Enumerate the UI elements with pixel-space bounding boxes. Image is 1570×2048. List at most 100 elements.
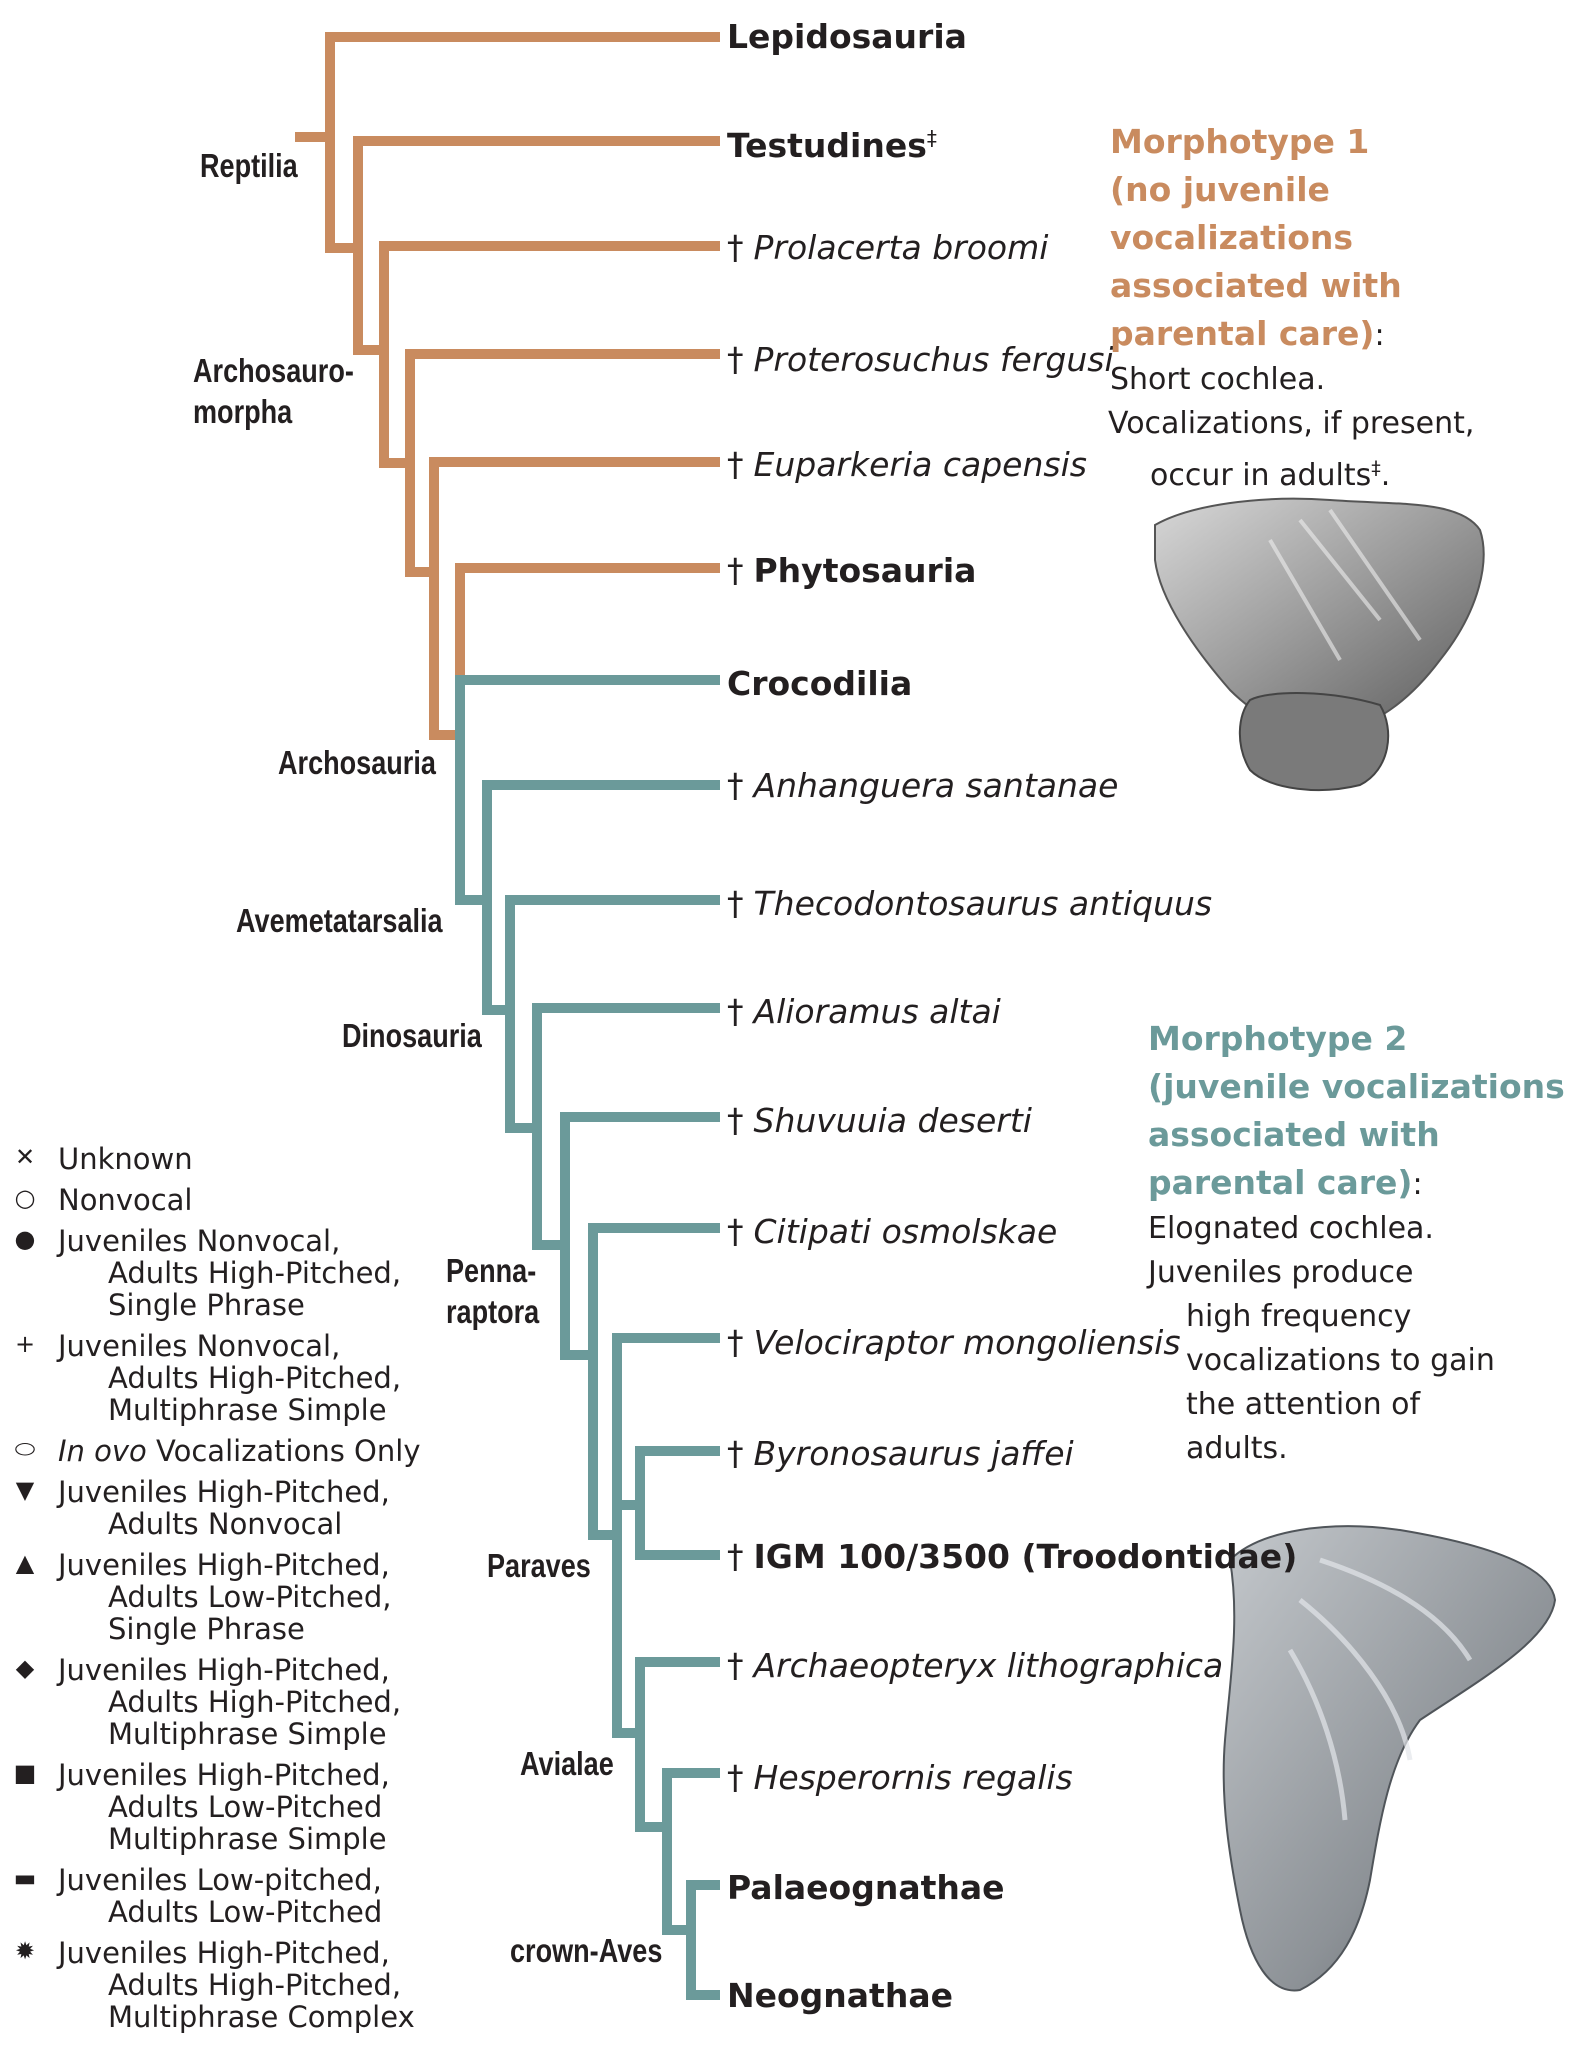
legend-item: ⬭ In ovo Vocalizations Only bbox=[10, 1435, 421, 1467]
taxon-label: †Velociraptor mongoliensis bbox=[727, 1326, 1181, 1359]
legend-item-text: Juveniles High-Pitched, bbox=[58, 1548, 390, 1582]
morphotype-2-desc-line2: Juveniles produce bbox=[1148, 1255, 1414, 1290]
extinct-dagger-icon: † bbox=[727, 445, 744, 484]
square-icon: ■ bbox=[13, 1759, 37, 1787]
taxon-name: Anhanguera santanae bbox=[753, 766, 1119, 805]
taxon-label: †Citipati osmolskae bbox=[727, 1215, 1057, 1248]
extinct-dagger-icon: † bbox=[727, 1212, 744, 1251]
legend-item-text: Nonvocal bbox=[58, 1183, 193, 1217]
morphotype-1-colon: : bbox=[1374, 318, 1385, 353]
dash-icon: ▬ bbox=[13, 1864, 37, 1892]
morphotype-1-desc-line1: Short cochlea. bbox=[1110, 362, 1326, 397]
taxon-footnote-mark: ‡ bbox=[926, 126, 937, 150]
morphotype-2-desc-line4: vocalizations to gain bbox=[1186, 1343, 1495, 1378]
legend-item: ◆ Juveniles High-Pitched,Adults High-Pitc… bbox=[10, 1654, 421, 1750]
taxon-label: †Anhanguera santanae bbox=[727, 769, 1118, 802]
legend-item-italic-text: In ovo bbox=[58, 1434, 147, 1468]
legend-item-text: Adults Low-Pitched, bbox=[108, 1580, 392, 1614]
morphotype-2-desc-line5: the attention of bbox=[1186, 1387, 1421, 1422]
morphotype-2-title-line2: (juvenile vocalizations bbox=[1148, 1067, 1565, 1106]
taxon-name: Phytosauria bbox=[753, 551, 977, 590]
taxon-name: Citipati osmolskae bbox=[753, 1212, 1058, 1251]
legend-item: +Juveniles Nonvocal,Adults High-Pitched,… bbox=[10, 1330, 421, 1426]
diamond-icon: ◆ bbox=[15, 1654, 35, 1682]
legend-item-text: Adults High-Pitched, bbox=[108, 1361, 402, 1395]
clade-label-reptilia: Reptilia bbox=[200, 147, 298, 184]
legend-item-text: Adults Low-Pitched bbox=[108, 1895, 383, 1929]
legend-item: ✹ Juveniles High-Pitched,Adults High-Pitc… bbox=[10, 1937, 421, 2033]
taxon-label: †Archaeopteryx lithographica bbox=[727, 1649, 1223, 1682]
legend-item-text: Unknown bbox=[58, 1142, 193, 1176]
extinct-dagger-icon: † bbox=[727, 1537, 744, 1576]
morphotype-1-desc-end: . bbox=[1380, 458, 1391, 493]
legend-item-text: Adults High-Pitched, bbox=[108, 1968, 402, 2002]
morphotype-1-desc-line2: Vocalizations, if present, bbox=[1108, 406, 1475, 441]
clade-label-crown-aves: crown-Aves bbox=[510, 1932, 663, 1969]
open-circle-icon: ○ bbox=[14, 1184, 36, 1212]
morphotype-1-title-line2: (no juvenile vocalizations bbox=[1110, 170, 1354, 257]
taxon-label: Palaeognathae bbox=[727, 1871, 1005, 1904]
legend-item-text: Juveniles High-Pitched, bbox=[58, 1758, 390, 1792]
legend-item: ●Juveniles Nonvocal,Adults High-Pitched,… bbox=[10, 1225, 421, 1321]
taxon-label: †Proterosuchus fergusi bbox=[727, 343, 1114, 376]
taxon-name: Testudines bbox=[727, 126, 927, 165]
extinct-dagger-icon: † bbox=[727, 766, 744, 805]
taxon-name: Archaeopteryx lithographica bbox=[753, 1646, 1224, 1685]
morphotype-2-title-line4: parental care) bbox=[1148, 1163, 1413, 1202]
legend-item-text: Juveniles High-Pitched, bbox=[58, 1936, 390, 1970]
clade-label-archosauromorpha: Archosauro- morpha bbox=[193, 350, 354, 433]
extinct-dagger-icon: † bbox=[727, 992, 744, 1031]
starburst-icon: ✹ bbox=[14, 1937, 36, 1965]
morphotype-2-desc-line3: high frequency bbox=[1186, 1299, 1412, 1334]
legend-item: ✕Unknown bbox=[10, 1143, 421, 1175]
filled-circle-icon: ● bbox=[14, 1225, 36, 1253]
legend-item-text-rest: Vocalizations Only bbox=[146, 1434, 421, 1468]
clade-label-pennaraptora-line2: raptora bbox=[446, 1293, 540, 1331]
morphotype-2-desc-line6: adults. bbox=[1186, 1431, 1288, 1466]
legend-item-text: Multiphrase Simple bbox=[108, 1393, 387, 1427]
clade-label-pennaraptora: Penna- raptora bbox=[446, 1250, 539, 1333]
legend-item: ▲Juveniles High-Pitched,Adults Low-Pitch… bbox=[10, 1549, 421, 1645]
taxon-label: †Hesperornis regalis bbox=[727, 1761, 1073, 1794]
legend-item-text: Multiphrase Simple bbox=[108, 1717, 387, 1751]
legend-item-text: Adults High-Pitched, bbox=[108, 1685, 402, 1719]
open-oval-icon: ⬭ bbox=[14, 1435, 36, 1463]
taxon-label: †Shuvuuia deserti bbox=[727, 1104, 1032, 1137]
legend-item: ▬Juveniles Low-pitched,Adults Low-Pitche… bbox=[10, 1864, 421, 1928]
taxon-name: Thecodontosaurus antiquus bbox=[753, 884, 1213, 923]
morphotype-2-annotation: Morphotype 2 (juvenile vocalizations ass… bbox=[1148, 1015, 1565, 1471]
legend-item-text: Juveniles Nonvocal, bbox=[58, 1329, 341, 1363]
extinct-dagger-icon: † bbox=[727, 1646, 744, 1685]
clade-label-archosauria: Archosauria bbox=[278, 744, 436, 781]
extinct-dagger-icon: † bbox=[727, 1434, 744, 1473]
legend-item-text: Adults High-Pitched, bbox=[108, 1256, 402, 1290]
taxon-name: Crocodilia bbox=[727, 664, 913, 703]
legend-item-text: Multiphrase Simple bbox=[108, 1822, 387, 1856]
legend-item-text: Juveniles High-Pitched, bbox=[58, 1653, 390, 1687]
taxon-name: Prolacerta broomi bbox=[753, 228, 1049, 267]
taxon-name: Proterosuchus fergusi bbox=[753, 340, 1114, 379]
morphotype-1-title-line4: parental care) bbox=[1110, 314, 1375, 353]
morphotype-1-desc-sup: ‡ bbox=[1371, 457, 1381, 479]
taxon-label: Lepidosauria bbox=[727, 20, 967, 53]
vocalization-legend: ✕Unknown○Nonvocal●Juveniles Nonvocal,Adu… bbox=[10, 1143, 421, 2042]
clade-label-archosauromorpha-line1: Archosauro- bbox=[193, 352, 354, 389]
clade-label-dinosauria: Dinosauria bbox=[342, 1017, 482, 1054]
clade-label-avialae: Avialae bbox=[520, 1745, 614, 1782]
morphotype-2-title-line1: Morphotype 2 bbox=[1148, 1019, 1408, 1058]
down-triangle-icon: ▼ bbox=[15, 1476, 35, 1504]
taxon-name: Palaeognathae bbox=[727, 1868, 1005, 1907]
legend-item: ○ Nonvocal bbox=[10, 1184, 421, 1216]
legend-item-text: Single Phrase bbox=[108, 1288, 305, 1322]
legend-item-text: Multiphrase Complex bbox=[108, 2000, 415, 2034]
extinct-dagger-icon: † bbox=[727, 228, 744, 267]
taxon-name: Velociraptor mongoliensis bbox=[753, 1323, 1181, 1362]
taxon-label: †Alioramus altai bbox=[727, 995, 1001, 1028]
morphotype-1-title-line1: Morphotype 1 bbox=[1110, 122, 1370, 161]
morphotype-1-desc-line3: occur in adults bbox=[1150, 458, 1372, 493]
clade-label-paraves: Paraves bbox=[487, 1547, 591, 1584]
taxon-name: Shuvuuia deserti bbox=[753, 1101, 1032, 1140]
taxon-label: Testudines‡ bbox=[727, 128, 937, 162]
